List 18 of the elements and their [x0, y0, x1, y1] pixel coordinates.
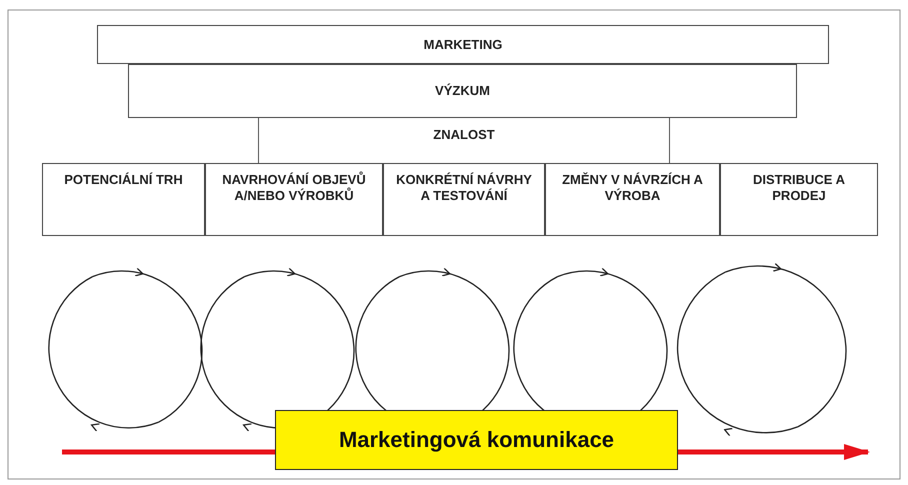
marketing-box [97, 25, 829, 64]
research-box [128, 64, 797, 118]
stage-box [42, 163, 205, 236]
label-text: POTENCIÁLNÍ TRH [64, 172, 183, 188]
stage-box [383, 163, 545, 236]
label-text: ZNALOST [433, 127, 495, 143]
label-text: DISTRIBUCE A PRODEJ [752, 172, 846, 204]
stage-box [205, 163, 383, 236]
stage-box [545, 163, 720, 236]
arrow [678, 444, 870, 460]
title-text: Marketingová komunikace [338, 426, 614, 454]
label-text: NAVRHOVÁNÍ OBJEVŮ A/NEBO VÝROBKŮ [221, 172, 367, 204]
label-text: KONKRÉTNÍ NÁVRHY A TESTOVÁNÍ [395, 172, 533, 204]
label-text: MARKETING [424, 37, 502, 53]
communication-box [275, 410, 678, 470]
label-text: VÝZKUM [435, 83, 490, 99]
label-text: ZMĚNY V NÁVRZÍCH A VÝROBA [561, 172, 704, 204]
stage-box [720, 163, 878, 236]
